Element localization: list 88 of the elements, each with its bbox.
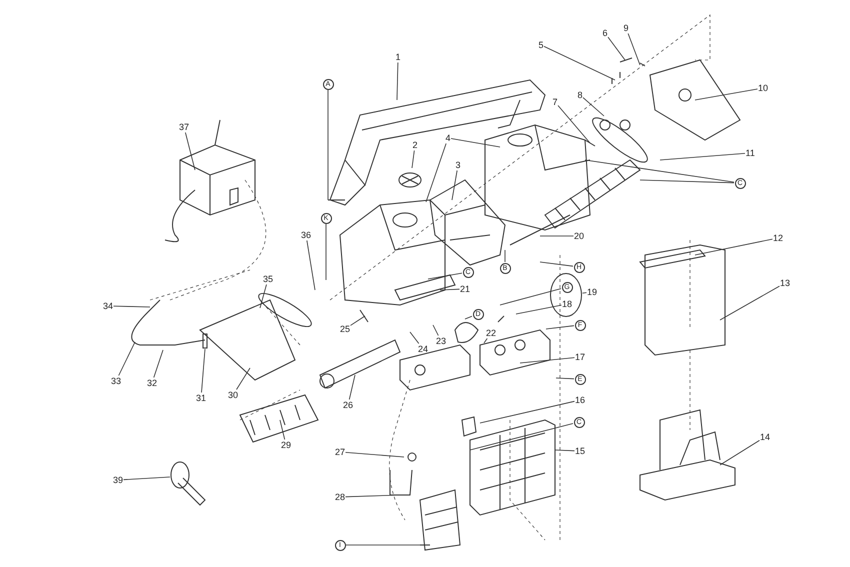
callout-number: 22 (486, 328, 496, 338)
leader-line (464, 316, 472, 320)
callout-number: 34 (103, 301, 114, 311)
callout-number: 21 (460, 284, 470, 294)
leader-line (236, 368, 250, 390)
leader-line (720, 440, 760, 466)
callout-number: 4 (446, 133, 451, 143)
callout-number: 35 (263, 274, 274, 284)
leader-line (546, 325, 574, 330)
callout-number: 11 (746, 148, 755, 158)
callout-number: 3 (456, 160, 461, 170)
callout-number: 27 (335, 447, 346, 457)
leader-line (260, 284, 267, 308)
callout-number: 26 (343, 400, 354, 410)
leader-line (660, 153, 746, 160)
callout-number: 13 (780, 278, 790, 288)
callout-number: 5 (538, 40, 544, 50)
leader-line (348, 374, 356, 400)
leader-line (440, 288, 460, 290)
callout-number: 17 (575, 352, 586, 362)
leader-line (554, 450, 575, 452)
leader-line (346, 544, 420, 546)
leader-line (558, 105, 590, 144)
callout-number: 28 (335, 492, 346, 502)
leader-line (584, 160, 734, 182)
callout-number: 23 (436, 336, 446, 346)
callout-number: 12 (773, 233, 784, 243)
leader-line (396, 62, 398, 100)
callout-number: 8 (578, 90, 583, 100)
callout-number: 15 (575, 446, 586, 456)
callout-number: 29 (281, 440, 292, 450)
leader-line (185, 132, 196, 170)
callout-ellipse (550, 273, 582, 317)
callout-number: 33 (111, 376, 122, 386)
leader-line (426, 143, 446, 202)
leader-line (544, 46, 616, 80)
leader-line (540, 262, 574, 267)
leader-line (345, 494, 400, 498)
callout-number: 18 (562, 299, 572, 309)
callout-number: 25 (340, 324, 350, 334)
leader-line (118, 342, 136, 376)
callout-number: 32 (147, 378, 158, 388)
leader-line (582, 292, 587, 294)
callout-number: 36 (301, 230, 312, 240)
callout-number: 1 (396, 52, 401, 62)
leader-line (280, 420, 286, 440)
callout-number: 37 (179, 122, 190, 132)
leader-line (640, 180, 734, 184)
leader-line (556, 378, 574, 380)
leader-line (694, 238, 773, 256)
leader-line (608, 36, 626, 60)
callout-number: 20 (574, 231, 584, 241)
callout-number: 30 (228, 390, 238, 400)
leader-line (412, 150, 415, 168)
leader-line (582, 97, 604, 116)
callout-number: 9 (624, 23, 629, 33)
leader-line (113, 306, 150, 308)
leader-line (504, 250, 506, 262)
callout-number: 24 (418, 344, 428, 354)
leader-line (480, 400, 575, 424)
leader-line (484, 338, 488, 344)
leader-line (520, 357, 575, 364)
callout-number: 7 (552, 97, 558, 107)
callout-number: 16 (575, 395, 586, 405)
leader-line (410, 332, 420, 344)
leader-line (720, 286, 780, 320)
leader-line (345, 452, 404, 458)
leader-line (694, 88, 758, 100)
leader-line (350, 316, 366, 326)
leader-line (452, 170, 458, 200)
callout-number: 2 (412, 140, 418, 150)
leader-line (123, 476, 170, 480)
leader-line (153, 350, 164, 378)
leader-line (500, 288, 562, 306)
callout-number: 10 (758, 83, 768, 93)
leader-line (470, 423, 574, 450)
leader-line (450, 138, 500, 148)
leader-line (201, 348, 206, 393)
callout-number: 19 (587, 287, 598, 297)
leader-line (516, 304, 562, 314)
leader-line (306, 240, 316, 290)
callout-number: 39 (113, 475, 124, 485)
callout-number: 31 (196, 393, 206, 403)
leader-line (628, 33, 640, 66)
leader-line (432, 324, 439, 336)
leader-line (428, 272, 462, 280)
callout-number: 6 (602, 28, 608, 38)
callout-number: 14 (760, 432, 770, 442)
